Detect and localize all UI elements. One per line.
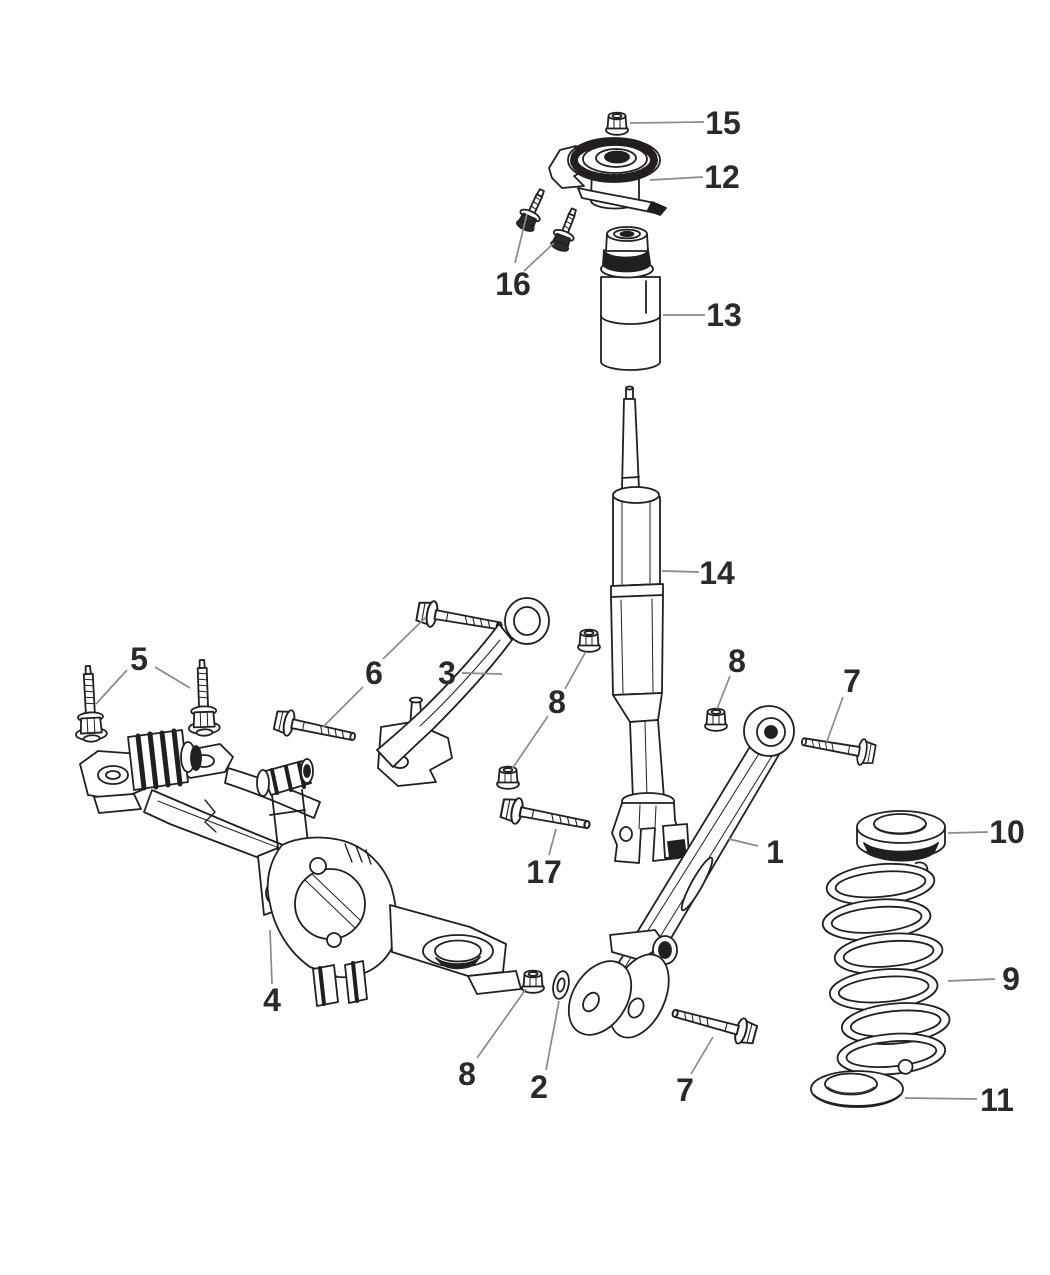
callout-5: 5 <box>130 641 148 677</box>
callout-7-right: 7 <box>843 663 861 699</box>
part-upper-control-arm <box>376 597 550 787</box>
callout-17: 17 <box>526 854 562 890</box>
callout-11: 11 <box>980 1082 1014 1118</box>
callout-7-bottom: 7 <box>676 1072 694 1108</box>
callout-16: 16 <box>495 266 531 302</box>
callout-labels: 15 12 16 13 14 5 6 3 8 8 7 1 10 17 9 4 8… <box>130 105 1025 1118</box>
callout-8-bottom: 8 <box>458 1056 476 1092</box>
callout-8-right: 8 <box>728 643 746 679</box>
part-lower-control-arm <box>567 705 795 1039</box>
part-spring-isolator-upper <box>856 810 946 862</box>
part-nut-8-upper <box>577 628 601 653</box>
part-upper-mount <box>548 137 667 216</box>
part-nut-15 <box>605 111 629 136</box>
part-washer <box>552 970 570 1000</box>
part-dust-boot <box>600 226 661 371</box>
callout-9: 9 <box>1002 961 1020 997</box>
part-knuckle <box>256 758 522 1007</box>
part-nut-8-right <box>704 707 728 732</box>
callout-8-mid: 8 <box>548 684 566 720</box>
callout-15: 15 <box>705 105 741 141</box>
callout-1: 1 <box>766 834 784 870</box>
part-shock-absorber <box>610 385 690 864</box>
callout-3: 3 <box>438 655 456 691</box>
callout-10: 10 <box>989 814 1025 850</box>
part-nut-8-lower <box>496 765 520 790</box>
callout-14: 14 <box>699 555 735 591</box>
part-coil-spring <box>821 861 951 1076</box>
part-spring-isolator-lower <box>810 1070 904 1108</box>
callout-13: 13 <box>706 297 742 333</box>
callout-12: 12 <box>704 159 740 195</box>
callout-6: 6 <box>365 655 383 691</box>
leader-lines <box>95 121 996 1100</box>
callout-2: 2 <box>530 1069 548 1105</box>
callout-4: 4 <box>263 982 281 1018</box>
